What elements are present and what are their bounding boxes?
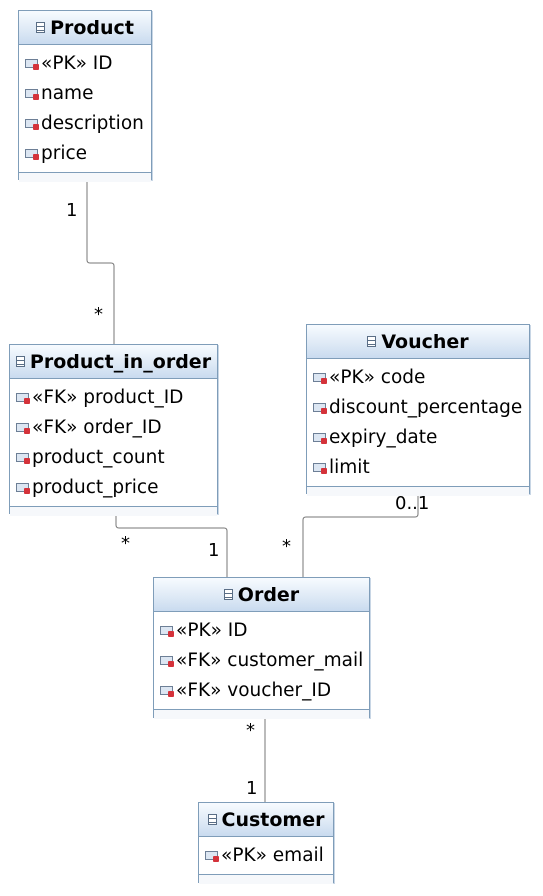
column-icon <box>16 452 30 464</box>
column-icon <box>160 685 174 697</box>
attribute-label: «FK» product_ID <box>32 386 184 408</box>
attribute-label: expiry_date <box>329 426 438 448</box>
column-icon <box>16 422 30 434</box>
operations-compartment <box>10 506 217 516</box>
column-icon <box>25 118 39 130</box>
attribute-list: «PK» code discount_percentage expiry_dat… <box>307 359 529 486</box>
attribute-label: «PK» ID <box>176 619 248 641</box>
class-name: Product <box>50 16 134 39</box>
attribute-row[interactable]: expiry_date <box>307 422 529 452</box>
attribute-row[interactable]: «FK» customer_mail <box>154 645 369 675</box>
class-voucher[interactable]: Voucher «PK» code discount_percentage ex… <box>306 324 530 496</box>
column-icon <box>25 58 39 70</box>
class-customer[interactable]: Customer «PK» email <box>198 802 334 884</box>
table-icon <box>36 22 46 33</box>
attribute-label: product_count <box>32 446 165 468</box>
attribute-label: «PK» ID <box>41 52 113 74</box>
column-icon <box>205 850 219 862</box>
connector-product-in-order-order <box>115 513 228 577</box>
column-icon <box>313 372 327 384</box>
class-product[interactable]: Product «PK» ID name description price <box>18 10 152 182</box>
attribute-label: «FK» voucher_ID <box>176 679 332 701</box>
attribute-label: name <box>41 82 94 104</box>
table-icon <box>15 356 25 367</box>
class-header: Order <box>154 578 369 612</box>
table-icon <box>207 814 217 825</box>
class-name: Product_in_order <box>29 350 212 373</box>
attribute-row[interactable]: price <box>19 138 151 168</box>
column-icon <box>16 482 30 494</box>
attribute-label: price <box>41 142 88 164</box>
attribute-row[interactable]: «FK» voucher_ID <box>154 675 369 705</box>
operations-compartment <box>154 709 369 719</box>
class-name: Order <box>237 583 300 606</box>
column-icon <box>25 88 39 100</box>
column-icon <box>160 625 174 637</box>
connector-voucher-order <box>302 493 419 577</box>
class-header: Voucher <box>307 325 529 359</box>
table-icon <box>367 336 377 347</box>
attribute-row[interactable]: «PK» email <box>199 840 333 870</box>
class-header: Customer <box>199 803 333 837</box>
attribute-list: «PK» ID name description price <box>19 45 151 172</box>
class-name: Voucher <box>381 330 469 353</box>
attribute-row[interactable]: «FK» product_ID <box>10 382 217 412</box>
attribute-row[interactable]: limit <box>307 452 529 482</box>
attribute-label: «FK» customer_mail <box>176 649 364 671</box>
attribute-label: description <box>41 112 144 134</box>
multiplicity-label: 1 <box>66 200 78 221</box>
table-icon <box>223 589 233 600</box>
class-header: Product_in_order <box>10 345 217 379</box>
column-icon <box>313 432 327 444</box>
operations-compartment <box>19 172 151 182</box>
attribute-row[interactable]: discount_percentage <box>307 392 529 422</box>
attribute-label: discount_percentage <box>329 396 523 418</box>
connector-product-product-in-order <box>86 180 115 344</box>
attribute-list: «PK» email <box>199 837 333 874</box>
attribute-label: «FK» order_ID <box>32 416 162 438</box>
attribute-row[interactable]: «PK» code <box>307 362 529 392</box>
attribute-label: «PK» code <box>329 366 426 388</box>
attribute-row[interactable]: «FK» order_ID <box>10 412 217 442</box>
attribute-row[interactable]: «PK» ID <box>19 48 151 78</box>
attribute-label: product_price <box>32 476 159 498</box>
column-icon <box>16 392 30 404</box>
attribute-label: «PK» email <box>221 844 324 866</box>
column-icon <box>25 148 39 160</box>
class-order[interactable]: Order «PK» ID «FK» customer_mail «FK» vo… <box>153 577 370 719</box>
multiplicity-label: * <box>121 533 130 554</box>
column-icon <box>313 462 327 474</box>
multiplicity-label: 0..1 <box>395 493 430 514</box>
attribute-list: «FK» product_ID «FK» order_ID product_co… <box>10 379 217 506</box>
operations-compartment <box>307 486 529 496</box>
class-product-in-order[interactable]: Product_in_order «FK» product_ID «FK» or… <box>9 344 218 516</box>
attribute-row[interactable]: «PK» ID <box>154 615 369 645</box>
attribute-row[interactable]: product_count <box>10 442 217 472</box>
class-header: Product <box>19 11 151 45</box>
attribute-row[interactable]: description <box>19 108 151 138</box>
operations-compartment <box>199 874 333 884</box>
attribute-label: limit <box>329 456 370 478</box>
multiplicity-label: * <box>282 536 291 557</box>
attribute-row[interactable]: name <box>19 78 151 108</box>
attribute-row[interactable]: product_price <box>10 472 217 502</box>
column-icon <box>313 402 327 414</box>
class-name: Customer <box>221 808 325 831</box>
attribute-list: «PK» ID «FK» customer_mail «FK» voucher_… <box>154 612 369 709</box>
multiplicity-label: * <box>94 304 103 325</box>
multiplicity-label: 1 <box>246 778 258 799</box>
column-icon <box>160 655 174 667</box>
multiplicity-label: * <box>246 720 255 741</box>
multiplicity-label: 1 <box>208 540 220 561</box>
